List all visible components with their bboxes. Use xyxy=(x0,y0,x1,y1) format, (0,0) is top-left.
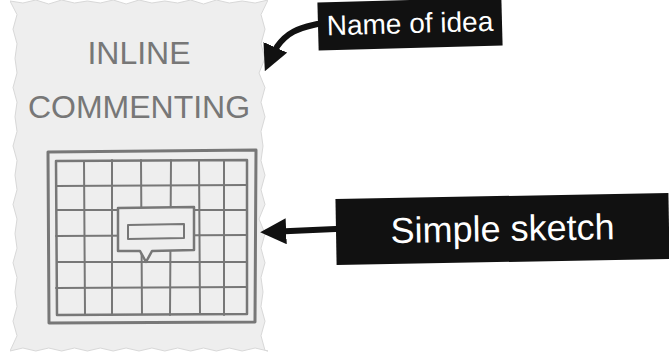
callout-text: Simple sketch xyxy=(390,206,615,252)
callout-arrow xyxy=(268,229,335,232)
callout-label: Name of idea xyxy=(317,0,502,50)
idea-name: INLINE COMMENTING xyxy=(23,26,255,134)
comment-field xyxy=(128,224,184,239)
callout-arrow xyxy=(268,24,317,64)
callout-label: Simple sketch xyxy=(335,193,669,265)
callout-text: Name of idea xyxy=(326,6,493,42)
paper-edge xyxy=(10,0,268,351)
